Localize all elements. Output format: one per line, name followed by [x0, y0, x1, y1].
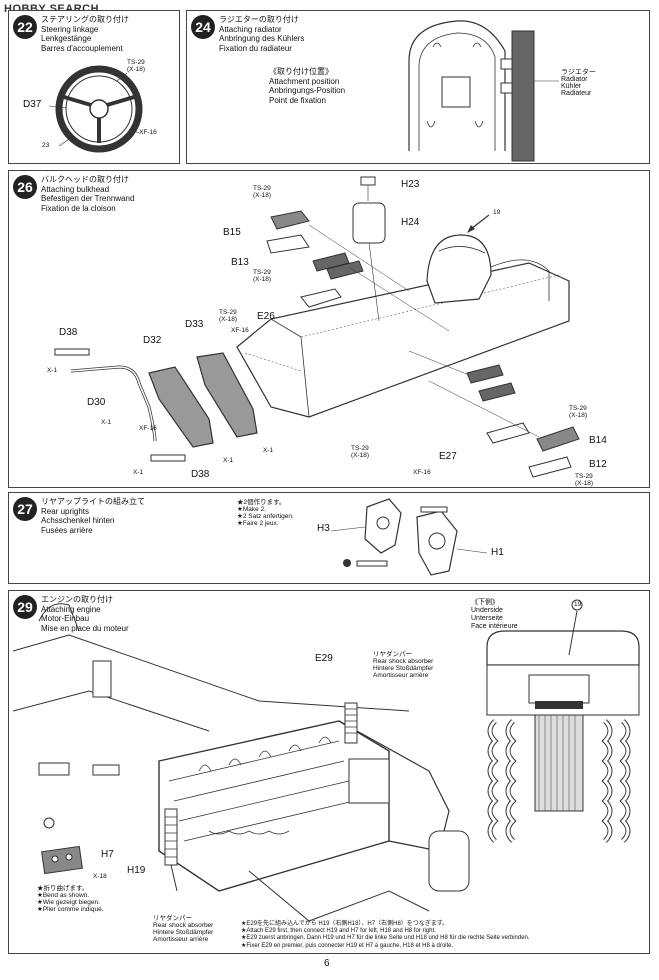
part-d37-label: D37	[23, 99, 42, 110]
part-h24-label: H24	[401, 217, 420, 228]
part-d32-label: D32	[143, 335, 162, 346]
part-e26-label: E26	[257, 311, 275, 322]
underside-label: 《下側》 Underside Unterseite Face intérieur…	[471, 599, 518, 630]
part-b15-label: B15	[223, 227, 241, 238]
step-24-attachment-position: 《取り付け位置》 Attachment position Anbringungs…	[269, 67, 346, 105]
step-29-instructions: ★E29を先に組み込んでから H19（右側H18）、H7（右側H8）をつなぎます…	[241, 921, 530, 949]
part-h23-label: H23	[401, 179, 420, 190]
part-h1-label: H1	[491, 547, 504, 558]
paint-ts29-label-b: TS-29 (X-18)	[253, 269, 272, 283]
part-b13-label: B13	[231, 257, 249, 268]
paint-ts29-label-f: TS-29 (X-18)	[575, 473, 594, 487]
part-23-label: 23	[42, 142, 50, 149]
step-24-title: ラジエターの取り付け Attaching radiator Anbringung…	[219, 15, 305, 53]
step-29-panel: 29 エンジンの取り付け Attaching engine Motor-Einb…	[8, 590, 650, 954]
bulkhead-drawing	[54, 176, 580, 478]
page-number: 6	[324, 958, 330, 969]
step-22-title: ステアリングの取り付け Steering linkage Lenkgestäng…	[41, 15, 129, 53]
step-22-number: 22	[13, 15, 37, 39]
part-e27-label: E27	[439, 451, 457, 462]
fastener-x1-label-d: X-1	[223, 457, 234, 464]
radiator-label: ラジエター Radiator Kühler Radiateur	[561, 69, 596, 97]
fastener-x1-label-a: X-1	[47, 367, 58, 374]
step-27-title: リヤアップライトの組み立て Rear uprights Achsschenkel…	[41, 497, 145, 535]
part-e29-label: E29	[315, 653, 333, 664]
step-26-title: バルクヘッドの取り付け Attaching bulkhead Befestige…	[41, 175, 135, 213]
part-h3-label: H3	[317, 523, 330, 534]
step-24-panel: 24 ラジエターの取り付け Attaching radiator Anbring…	[186, 10, 650, 164]
shock-absorber-label-top: リヤダンパー Rear shock absorber Hintere Stoßd…	[373, 651, 434, 679]
rear-upright-drawing	[330, 498, 488, 576]
part-d33-label: D33	[185, 319, 204, 330]
paint-ts29-label-c: TS-29 (X-18)	[219, 309, 238, 323]
paint-ts29-label-a: TS-29 (X-18)	[253, 185, 272, 199]
part-h19-label: H19	[127, 865, 146, 876]
part-d38-label-top: D38	[59, 327, 78, 338]
paint-xf16-label: XF-16	[139, 129, 157, 136]
step-19-reference: 19	[493, 209, 501, 216]
step-27-panel: 27 リヤアップライトの組み立て Rear uprights Achsschen…	[8, 492, 650, 584]
fastener-x1-label-c: X-1	[133, 469, 144, 476]
step-26-number: 26	[13, 175, 37, 199]
paint-xf16-label-b: XF-16	[139, 425, 157, 432]
step-29-title: エンジンの取り付け Attaching engine Motor-Einbau …	[41, 595, 129, 633]
part-d30-label: D30	[87, 397, 106, 408]
shock-absorber-label-bottom: リヤダンパー Rear shock absorber Hintere Stoßd…	[153, 915, 214, 943]
paint-ts29-label-e: TS-29 (X-18)	[569, 405, 588, 419]
step-26-panel: 26 バルクヘッドの取り付け Attaching bulkhead Befest…	[8, 170, 650, 488]
part-d38-label-bottom: D38	[191, 469, 210, 480]
step-27-note: ★2個作ります。 ★Make 2. ★2 Satz anfertigen. ★F…	[237, 499, 294, 527]
fastener-x18-label: X-18	[93, 873, 107, 880]
fastener-x1-label-e: X-1	[263, 447, 274, 454]
step-27-number: 27	[13, 497, 37, 521]
paint-xf16-label-a: XF-16	[231, 327, 249, 334]
fastener-x1-label-b: X-1	[101, 419, 112, 426]
bend-note: ★折り曲げます。 ★Bend as shown. ★Wie gezeigt bi…	[37, 885, 104, 913]
paint-xf16-label-c: XF-16	[413, 469, 431, 476]
part-b12-label: B12	[589, 459, 607, 470]
step-22-panel: 22 ステアリングの取り付け Steering linkage Lenkgest…	[8, 10, 180, 164]
paint-ts29-label: TS-29 (X-18)	[127, 59, 146, 73]
part-b14-label: B14	[589, 435, 607, 446]
steering-wheel-drawing	[48, 65, 143, 153]
step-19-reference-29: 19	[574, 601, 582, 608]
radiator-drawing	[408, 20, 559, 162]
paint-ts29-label-d: TS-29 (X-18)	[351, 445, 370, 459]
engine-drawing	[12, 599, 640, 922]
step-24-number: 24	[191, 15, 215, 39]
part-h7-label: H7	[101, 849, 114, 860]
step-29-number: 29	[13, 595, 37, 619]
